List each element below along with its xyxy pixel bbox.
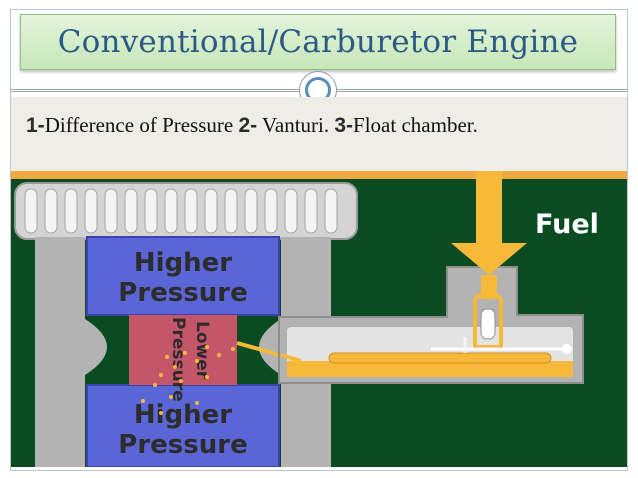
slide-title: Conventional/Carburetor Engine [57,24,579,60]
bullet-number-1: 1- [26,114,45,137]
lower-label-1: Higher [134,400,232,430]
bullet-text: 1-Difference of Pressure 2- Vanturi. 3-F… [26,112,586,139]
venturi-label-2: Pressure [168,317,188,402]
bullet-number-2: 2- [238,114,258,137]
venturi-wall-right [259,319,281,375]
bullet-item-1: Difference of Pressure [44,113,234,137]
venturi-throat [129,315,237,385]
bullet-number-3: 3- [334,114,354,137]
upper-pressure-box [86,236,280,316]
fuel-inlet-arrow [451,171,527,299]
fuel-label: Fuel [535,209,599,240]
bullet-item-3: Float chamber. [353,113,478,137]
float-chamber [278,266,584,384]
lower-pressure-box [86,384,280,467]
air-filter [14,182,358,240]
carburetor-diagram: Higher Pressure Higher Pressure Lower Pr… [11,171,627,467]
upper-label-1: Higher [134,248,232,278]
lower-label-2: Pressure [118,430,247,460]
bullet-item-2: Vanturi. [262,113,330,137]
carburetor-illustration: Higher Pressure Higher Pressure Lower Pr… [11,171,627,467]
venturi-label-1: Lower [192,321,212,380]
title-banner: Conventional/Carburetor Engine [20,14,616,70]
bullet-background [11,97,627,171]
upper-label-2: Pressure [118,278,247,308]
fuel-spray [141,345,235,415]
slide-frame [10,9,628,471]
venturi-wall-left [85,319,107,375]
top-strip [11,171,627,179]
carburetor-body [35,237,331,467]
